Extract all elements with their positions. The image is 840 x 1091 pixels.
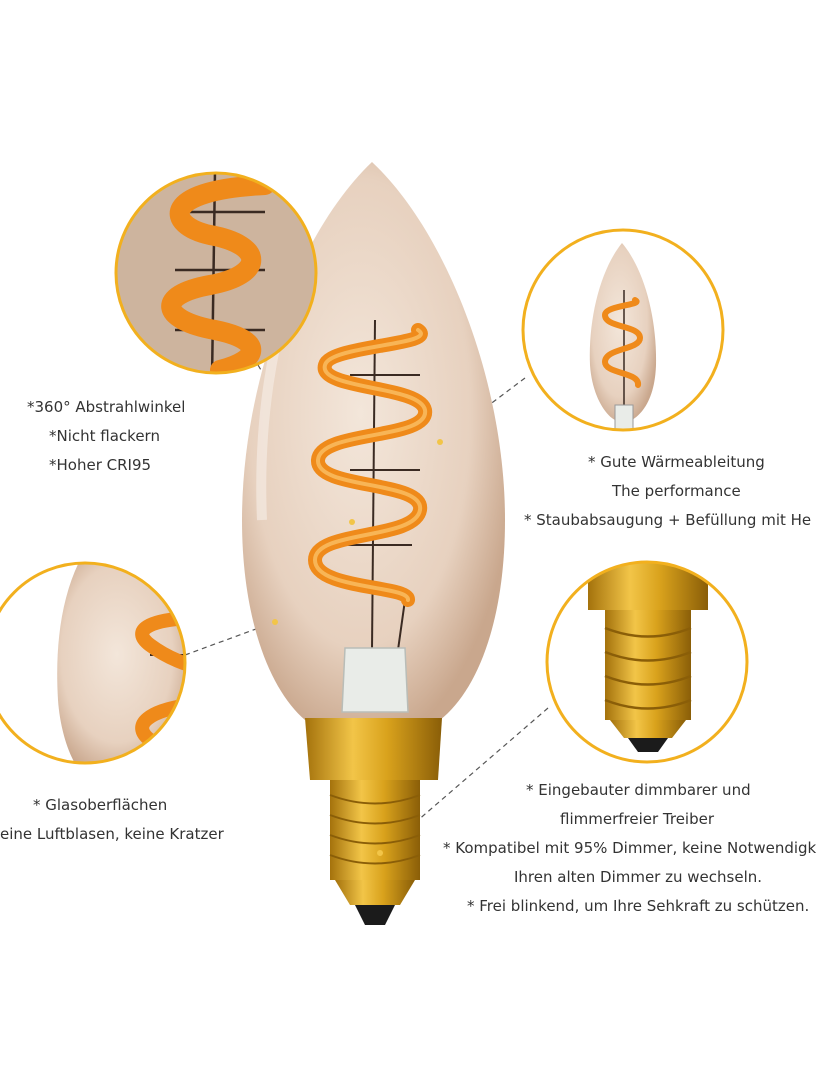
feature-text: *Nicht flackern	[49, 427, 160, 445]
feature-text: Ihren alten Dimmer zu wechseln.	[514, 868, 763, 886]
feature-text: *Hoher CRI95	[49, 456, 152, 474]
features-right-bottom: * Eingebauter dimmbarer und flimmerfreie…	[443, 776, 816, 921]
glass-zoom	[0, 561, 187, 765]
feature-text: * Gute Wärmeableitung	[588, 453, 765, 471]
features-right-top: * Gute Wärmeableitung The performance * …	[520, 448, 840, 535]
features-left-top: *360° Abstrahlwinkel *Nicht flackern *Ho…	[27, 393, 185, 480]
feature-text: *360° Abstrahlwinkel	[27, 398, 186, 416]
feature-text: * Kompatibel mit 95% Dimmer, keine Notwe…	[443, 839, 817, 857]
feature-text: * Frei blinkend, um Ihre Sehkraft zu sch…	[467, 897, 810, 915]
mini-bulb-zoom	[521, 228, 725, 432]
feature-text: * Eingebauter dimmbarer und	[526, 781, 751, 799]
base-zoom	[545, 560, 749, 764]
feature-text: * Staubabsaugung + Befüllung mit He	[524, 511, 812, 529]
bulb-illustration	[0, 162, 749, 925]
product-infographic: *360° Abstrahlwinkel *Nicht flackern *Ho…	[0, 162, 816, 925]
feature-text: eine Luftblasen, keine Kratzer	[0, 825, 224, 843]
feature-text: * Glasoberflächen	[33, 796, 168, 814]
feature-text: The performance	[612, 482, 741, 500]
features-left-bottom: * Glasoberflächen eine Luftblasen, keine…	[0, 791, 224, 849]
filament-zoom	[114, 171, 318, 375]
feature-text: flimmerfreier Treiber	[560, 810, 715, 828]
